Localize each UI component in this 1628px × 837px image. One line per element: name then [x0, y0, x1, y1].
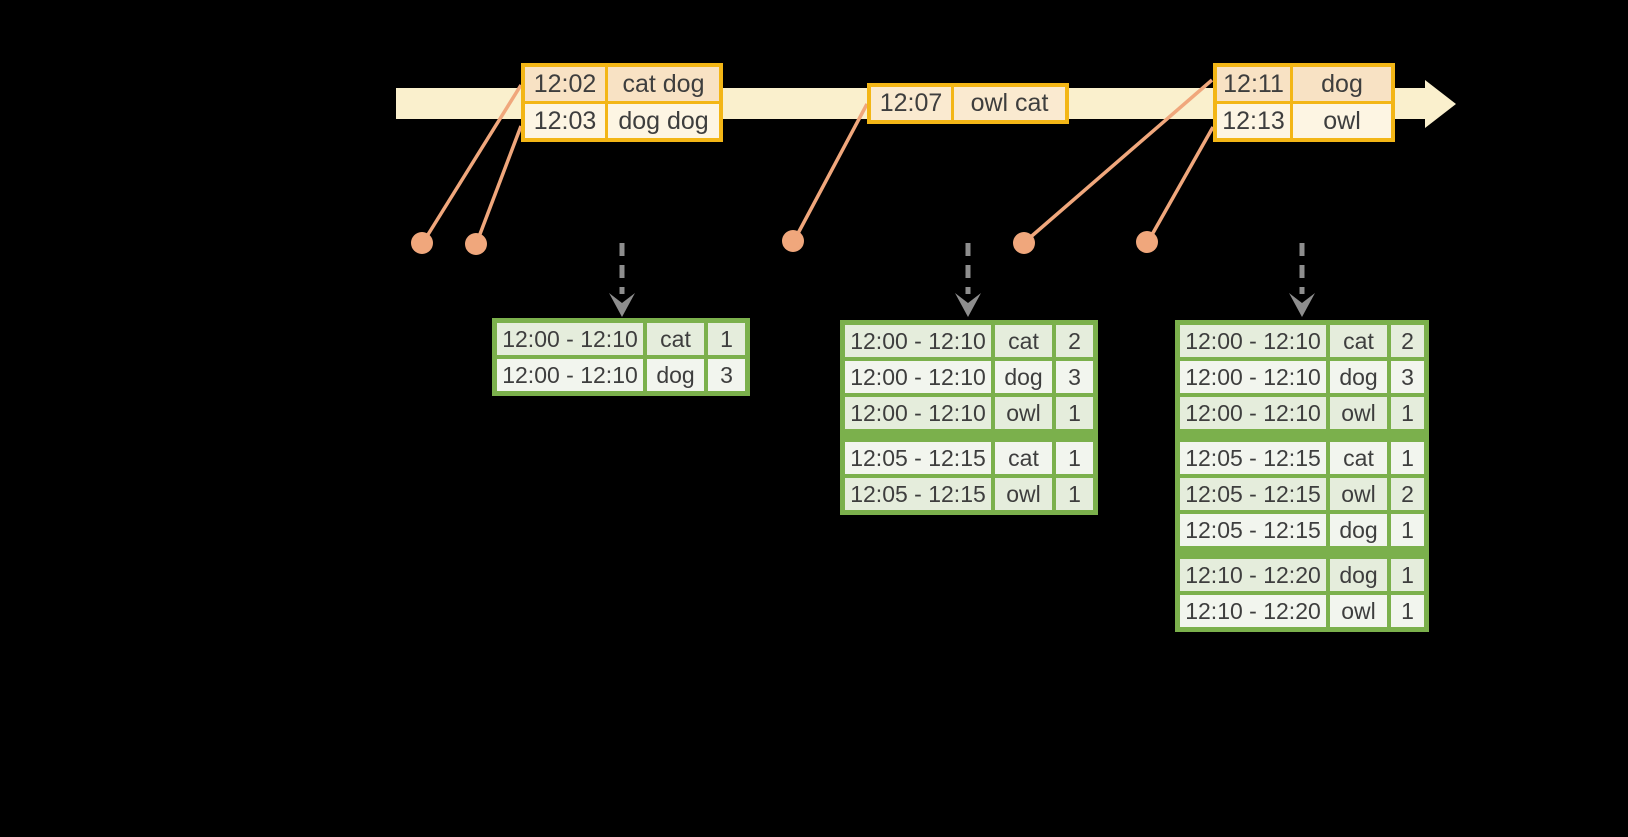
event-time: 12:03	[525, 104, 605, 138]
result-word: cat	[1330, 325, 1387, 357]
connector-line	[475, 125, 523, 243]
event-words: cat dog	[608, 67, 719, 101]
result-window: 12:00 - 12:10	[1180, 361, 1326, 393]
result-count: 2	[1056, 325, 1093, 357]
result-table-3: 12:00 - 12:10 cat 2 12:00 - 12:10 dog 3 …	[1175, 320, 1429, 632]
result-count: 2	[1391, 325, 1424, 357]
trigger-arrowhead-icon	[609, 293, 635, 317]
event-words: dog dog	[608, 104, 719, 138]
event-table-2: 12:07 owl cat	[867, 83, 1069, 124]
result-count: 1	[1056, 442, 1093, 474]
result-count: 1	[708, 323, 745, 355]
result-count: 1	[1391, 559, 1424, 591]
result-word: cat	[995, 442, 1052, 474]
event-words: dog	[1293, 67, 1391, 101]
result-count: 1	[1391, 514, 1424, 546]
result-word: cat	[1330, 442, 1387, 474]
event-time: 12:02	[525, 67, 605, 101]
result-window: 12:10 - 12:20	[1180, 559, 1326, 591]
result-word: cat	[647, 323, 704, 355]
result-word: cat	[995, 325, 1052, 357]
event-dot	[465, 233, 487, 255]
result-word: owl	[1330, 478, 1387, 510]
event-time: 12:11	[1217, 67, 1290, 101]
result-window: 12:00 - 12:10	[845, 361, 991, 393]
result-count: 1	[1391, 442, 1424, 474]
event-words: owl cat	[954, 87, 1065, 120]
result-word: dog	[1330, 361, 1387, 393]
result-table-2: 12:00 - 12:10 cat 2 12:00 - 12:10 dog 3 …	[840, 320, 1098, 515]
result-count: 1	[1391, 595, 1424, 627]
window-group-separator	[1180, 550, 1424, 555]
result-window: 12:05 - 12:15	[1180, 514, 1326, 546]
event-dot	[782, 230, 804, 252]
event-table-1: 12:02 cat dog 12:03 dog dog	[521, 63, 723, 142]
result-window: 12:00 - 12:10	[845, 397, 991, 429]
result-word: owl	[1330, 397, 1387, 429]
result-window: 12:00 - 12:10	[845, 325, 991, 357]
result-window: 12:00 - 12:10	[1180, 325, 1326, 357]
event-time: 12:13	[1217, 104, 1290, 138]
event-time: 12:07	[871, 87, 951, 120]
result-word: dog	[1330, 514, 1387, 546]
event-words: owl	[1293, 104, 1391, 138]
result-word: owl	[995, 478, 1052, 510]
event-dot	[411, 232, 433, 254]
trigger-arrowhead-icon	[1289, 293, 1315, 317]
result-word: owl	[1330, 595, 1387, 627]
window-group-separator	[1180, 433, 1424, 438]
event-dot	[1013, 232, 1035, 254]
trigger-arrowhead-icon	[955, 293, 981, 317]
event-dot	[1136, 231, 1158, 253]
connector-line	[1147, 126, 1215, 241]
timeline-arrowhead-icon	[1425, 80, 1456, 128]
result-word: dog	[995, 361, 1052, 393]
result-word: dog	[647, 359, 704, 391]
result-table-1: 12:00 - 12:10 cat 1 12:00 - 12:10 dog 3	[492, 318, 750, 396]
result-window: 12:00 - 12:10	[497, 359, 643, 391]
result-window: 12:05 - 12:15	[1180, 442, 1326, 474]
result-count: 1	[1391, 397, 1424, 429]
result-window: 12:10 - 12:20	[1180, 595, 1326, 627]
result-count: 1	[1056, 478, 1093, 510]
window-group-separator	[845, 433, 1093, 438]
connector-line	[1024, 78, 1214, 243]
result-window: 12:00 - 12:10	[1180, 397, 1326, 429]
event-table-3: 12:11 dog 12:13 owl	[1213, 63, 1395, 142]
result-word: dog	[1330, 559, 1387, 591]
result-window: 12:00 - 12:10	[497, 323, 643, 355]
result-count: 3	[1056, 361, 1093, 393]
result-window: 12:05 - 12:15	[1180, 478, 1326, 510]
result-count: 1	[1056, 397, 1093, 429]
result-window: 12:05 - 12:15	[845, 478, 991, 510]
result-count: 3	[1391, 361, 1424, 393]
result-count: 3	[708, 359, 745, 391]
connector-line	[422, 84, 523, 242]
connector-line	[793, 103, 869, 240]
result-word: owl	[995, 397, 1052, 429]
result-count: 2	[1391, 478, 1424, 510]
result-window: 12:05 - 12:15	[845, 442, 991, 474]
